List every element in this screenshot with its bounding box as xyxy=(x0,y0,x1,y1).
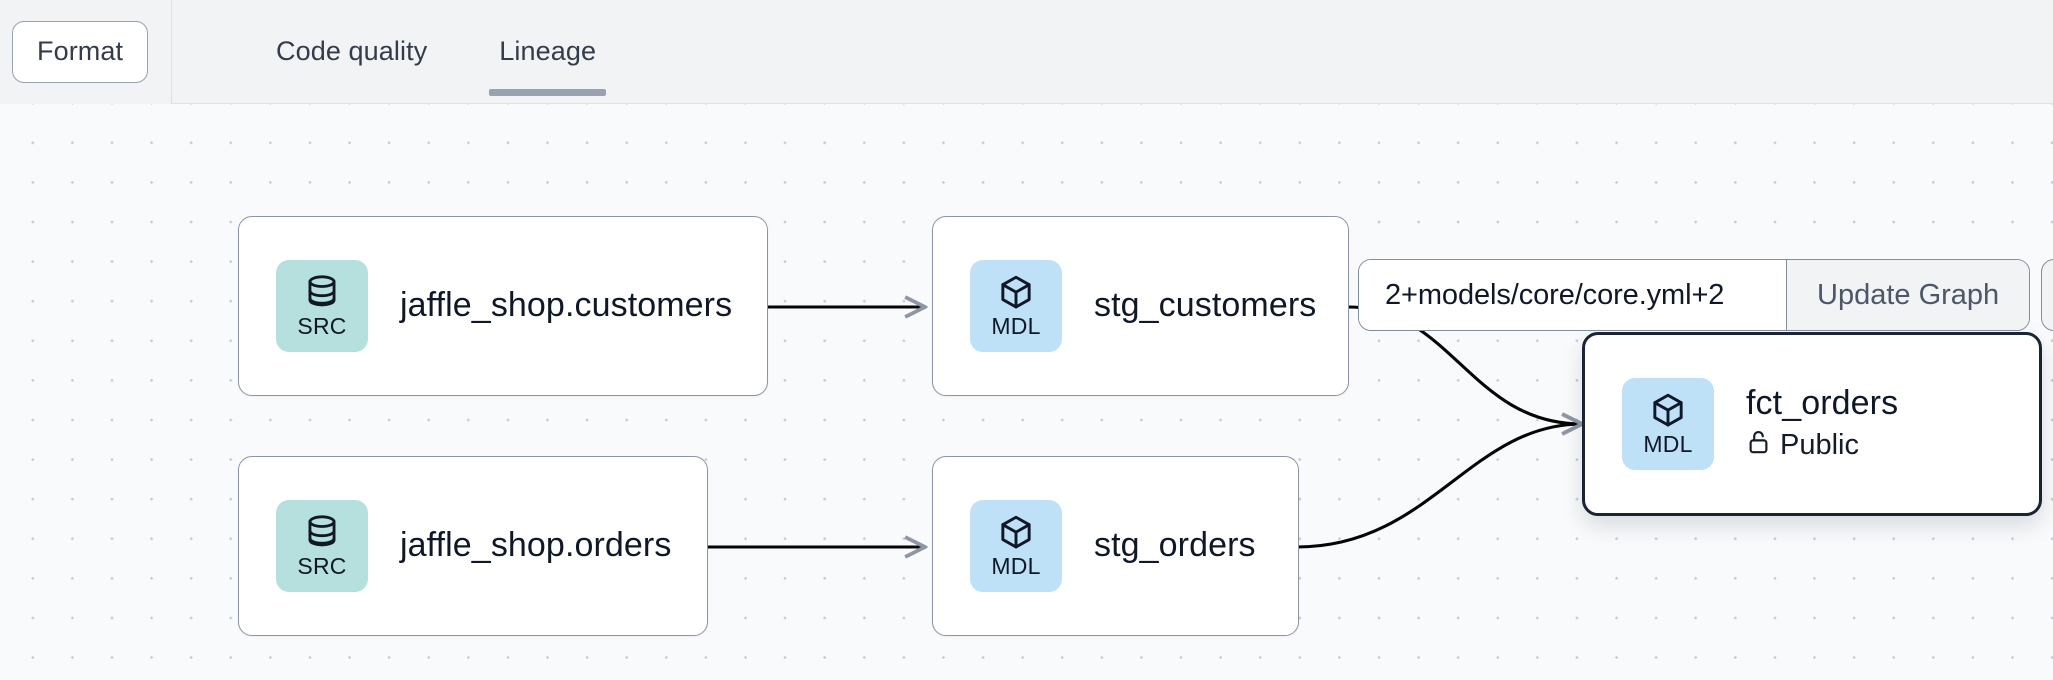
node-body: jaffle_shop.customers xyxy=(368,286,732,325)
graph-selector-group: Update Graph xyxy=(1358,259,2031,331)
cube-icon xyxy=(998,514,1034,552)
lineage-canvas[interactable]: SRC jaffle_shop.customers MDL stg_custo xyxy=(0,104,2053,680)
editor-toolbar: Format Code quality Lineage xyxy=(0,0,2053,104)
lineage-node-stg-customers[interactable]: MDL stg_customers xyxy=(932,216,1349,396)
node-badge-src: SRC xyxy=(276,260,368,352)
node-badge-mdl: MDL xyxy=(970,260,1062,352)
edge-stg-orders-to-fct-orders xyxy=(1296,424,1582,549)
node-title: stg_customers xyxy=(1094,286,1317,325)
node-badge-src: SRC xyxy=(276,500,368,592)
node-badge-label: MDL xyxy=(991,553,1041,579)
update-graph-button[interactable]: Update Graph xyxy=(1786,260,2030,330)
node-body: jaffle_shop.orders xyxy=(368,526,671,565)
tab-lineage-label: Lineage xyxy=(499,36,597,66)
graph-side-button-partial[interactable] xyxy=(2041,259,2053,331)
tab-lineage[interactable]: Lineage xyxy=(463,0,632,104)
tab-code-quality-label: Code quality xyxy=(276,36,428,66)
node-access-meta: Public xyxy=(1746,428,1898,464)
toolbar-left-section: Format xyxy=(0,0,172,104)
lineage-node-jaffle-shop-customers[interactable]: SRC jaffle_shop.customers xyxy=(238,216,768,396)
database-icon xyxy=(305,514,339,552)
lineage-node-stg-orders[interactable]: MDL stg_orders xyxy=(932,456,1299,636)
lineage-node-fct-orders[interactable]: MDL fct_orders Public xyxy=(1582,332,2042,516)
graph-selector-input[interactable] xyxy=(1359,260,1786,330)
node-body: stg_customers xyxy=(1062,286,1316,325)
node-badge-label: SRC xyxy=(297,313,347,339)
node-title: jaffle_shop.orders xyxy=(400,526,672,565)
node-badge-mdl: MDL xyxy=(970,500,1062,592)
unlock-icon xyxy=(1746,428,1771,464)
database-icon xyxy=(305,274,339,312)
tab-code-quality[interactable]: Code quality xyxy=(240,0,463,104)
node-badge-label: SRC xyxy=(297,553,347,579)
node-badge-label: MDL xyxy=(1643,431,1693,457)
node-badge-label: MDL xyxy=(991,313,1041,339)
toolbar-tabs: Code quality Lineage xyxy=(172,0,632,104)
node-title: fct_orders xyxy=(1746,384,1899,423)
cube-icon xyxy=(998,274,1034,312)
node-body: stg_orders xyxy=(1062,526,1256,565)
node-title: jaffle_shop.customers xyxy=(400,286,733,325)
node-body: fct_orders Public xyxy=(1714,384,1898,463)
format-button[interactable]: Format xyxy=(12,20,149,83)
lineage-node-jaffle-shop-orders[interactable]: SRC jaffle_shop.orders xyxy=(238,456,708,636)
node-title: stg_orders xyxy=(1094,526,1256,565)
node-badge-mdl: MDL xyxy=(1622,378,1714,470)
tab-active-underline xyxy=(489,88,607,96)
cube-icon xyxy=(1650,392,1686,430)
node-access-label: Public xyxy=(1780,428,1859,461)
